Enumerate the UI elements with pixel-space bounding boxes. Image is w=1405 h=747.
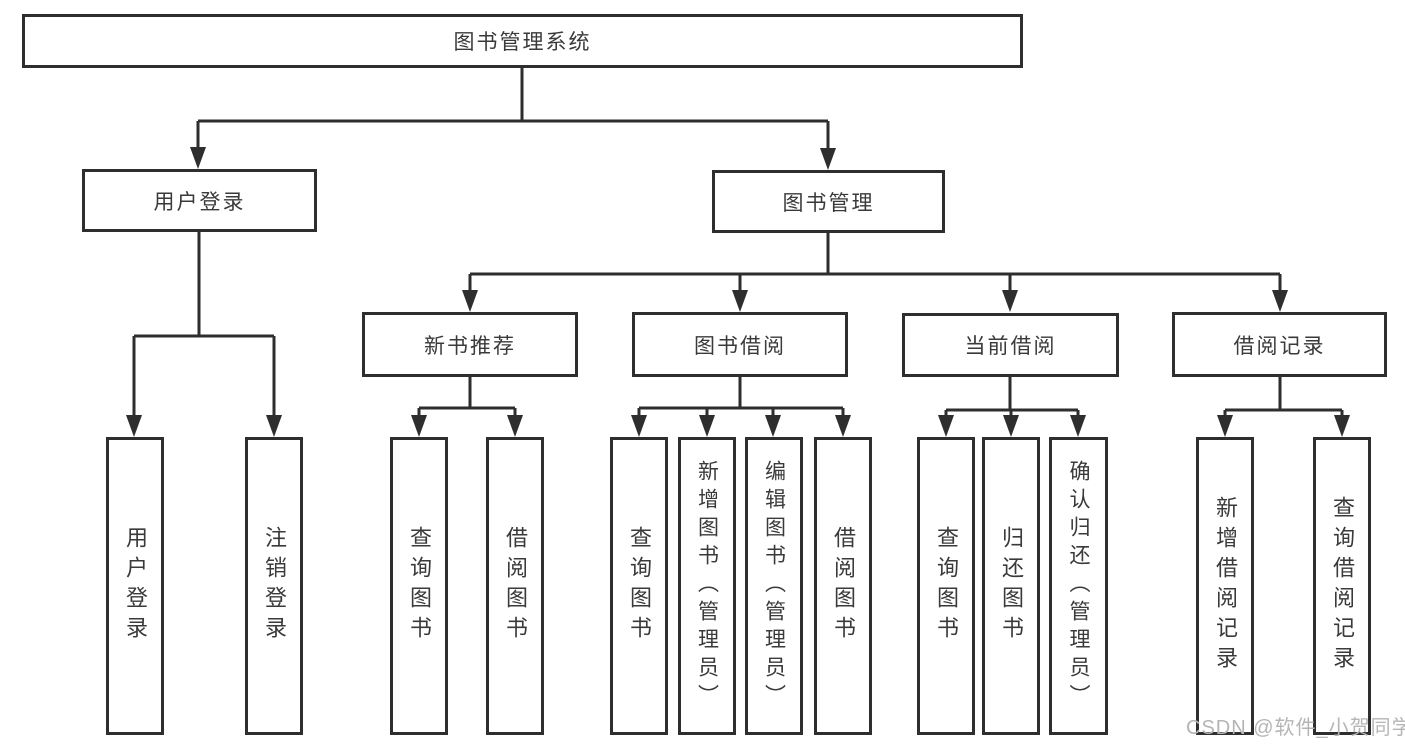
leaf-recommend-borrow-books-label: 借阅图书 [503, 526, 528, 646]
node-borrowing-records-label: 借阅记录 [1233, 334, 1326, 358]
leaf-user-login: 用户登录 [106, 437, 164, 735]
leaf-borrowing-edit-books-admin-label: 编辑图书（管理员） [762, 460, 786, 712]
leaf-records-add-record: 新增借阅记录 [1196, 437, 1254, 735]
leaf-borrowing-query-books: 查询图书 [610, 437, 668, 735]
leaf-recommend-query-books-label: 查询图书 [407, 526, 432, 646]
node-current-borrowing: 当前借阅 [902, 313, 1119, 377]
node-new-book-recommend-label: 新书推荐 [424, 334, 516, 358]
leaf-borrowing-borrow-books: 借阅图书 [814, 437, 872, 735]
leaf-borrowing-add-books-admin: 新增图书（管理员） [678, 437, 736, 735]
node-book-borrowing-label: 图书借阅 [694, 334, 786, 358]
leaf-recommend-query-books: 查询图书 [390, 437, 448, 735]
node-book-management-label: 图书管理 [782, 191, 875, 215]
leaf-records-query-record: 查询借阅记录 [1313, 437, 1371, 735]
node-new-book-recommend: 新书推荐 [362, 312, 578, 377]
node-current-borrowing-label: 当前借阅 [964, 335, 1057, 358]
leaf-current-query-books-label: 查询图书 [934, 526, 959, 646]
node-user-login: 用户登录 [82, 169, 317, 232]
leaf-records-query-record-label: 查询借阅记录 [1330, 496, 1355, 676]
leaf-borrowing-query-books-label: 查询图书 [627, 526, 652, 646]
leaf-borrowing-edit-books-admin: 编辑图书（管理员） [745, 437, 803, 735]
tree-edges [132, 66, 1344, 419]
node-user-login-label: 用户登录 [153, 190, 246, 214]
leaf-records-add-record-label: 新增借阅记录 [1213, 496, 1238, 676]
node-book-borrowing: 图书借阅 [632, 312, 848, 377]
node-root-label: 图书管理系统 [453, 31, 592, 54]
leaf-logout: 注销登录 [245, 437, 303, 735]
leaf-current-return-books: 归还图书 [982, 437, 1040, 735]
node-root: 图书管理系统 [22, 14, 1023, 68]
leaf-current-confirm-return-admin-label: 确认归还（管理员） [1067, 460, 1090, 712]
leaf-current-query-books: 查询图书 [917, 437, 975, 735]
arrowheads [126, 147, 1350, 437]
node-book-management: 图书管理 [712, 170, 945, 233]
leaf-user-login-label: 用户登录 [123, 526, 148, 646]
csdn-watermark: CSDN @软件_小贺同学 [1186, 717, 1405, 739]
leaf-recommend-borrow-books: 借阅图书 [486, 437, 544, 735]
leaf-borrowing-borrow-books-label: 借阅图书 [831, 526, 856, 646]
leaf-current-confirm-return-admin: 确认归还（管理员） [1049, 437, 1108, 735]
leaf-borrowing-add-books-admin-label: 新增图书（管理员） [695, 460, 719, 712]
leaf-current-return-books-label: 归还图书 [999, 526, 1024, 646]
leaf-logout-label: 注销登录 [262, 526, 287, 646]
node-borrowing-records: 借阅记录 [1172, 312, 1387, 377]
